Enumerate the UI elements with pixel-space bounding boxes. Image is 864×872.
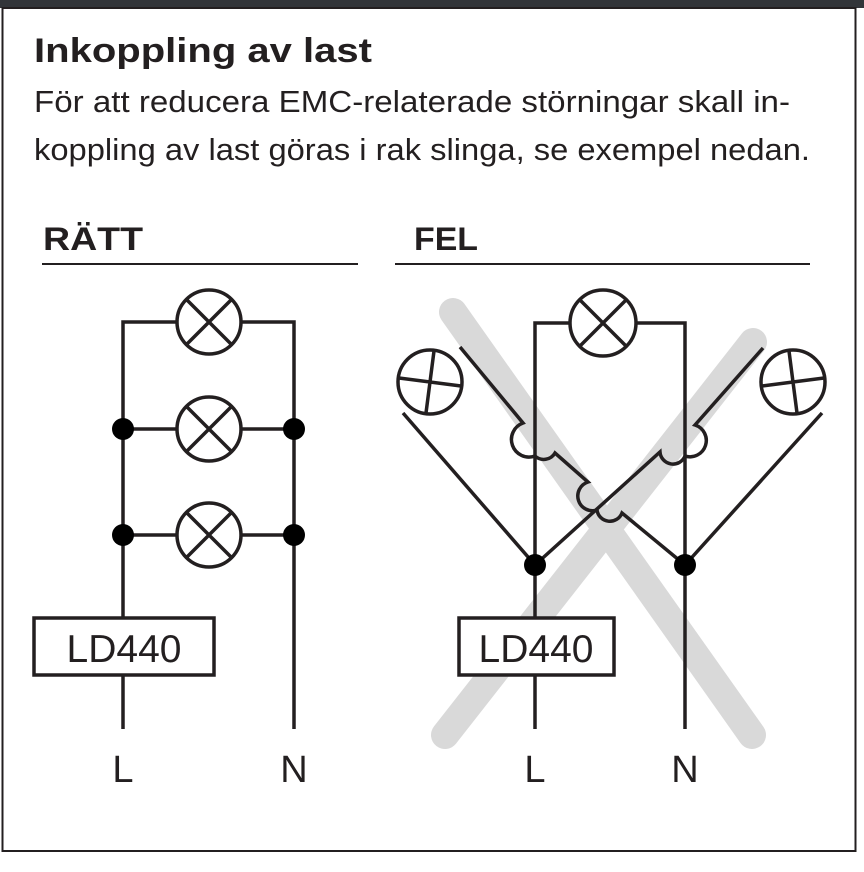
device-label: LD440 [479, 628, 594, 671]
device-box [457, 616, 616, 677]
junction-dot [112, 418, 134, 440]
terminal-n-label: N [671, 749, 698, 791]
device-box [32, 616, 216, 677]
panel-border [1, 7, 857, 852]
wrong-diagram: FEL LD440 L N [395, 221, 827, 791]
junction-dot [283, 418, 305, 440]
wire [683, 411, 824, 567]
lamp-icon [175, 288, 243, 356]
terminal-n-label: N [280, 749, 307, 791]
device-label: LD440 [67, 628, 182, 671]
junction-dot [283, 524, 305, 546]
junction-dot [674, 554, 696, 576]
terminal-l-label: L [524, 749, 545, 791]
lamp-icon [568, 288, 638, 358]
wrong-heading: FEL [414, 221, 478, 257]
page-title: Inkoppling av last [34, 32, 372, 70]
terminal-l-label: L [112, 749, 133, 791]
description-line-1: För att reducera EMC-relaterade störning… [34, 84, 790, 119]
lamp-icon [175, 501, 243, 569]
wire [533, 346, 765, 567]
correct-heading: RÄTT [43, 221, 144, 257]
lamp-icon [175, 395, 243, 463]
description-line-2: koppling av last göras i rak slinga, se … [34, 132, 810, 167]
lamp-icon [759, 348, 827, 416]
junction-dot [524, 554, 546, 576]
wire [458, 345, 687, 567]
junction-dot [112, 524, 134, 546]
wire [401, 411, 537, 567]
top-bar [0, 0, 864, 8]
lamp-icon [396, 348, 464, 416]
correct-diagram: RÄTT LD440 L N [32, 221, 358, 791]
